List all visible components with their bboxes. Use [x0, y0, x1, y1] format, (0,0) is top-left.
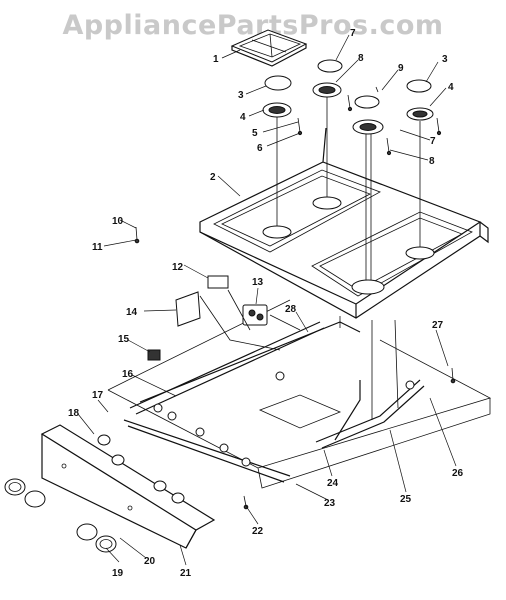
callout-17: 17	[92, 390, 104, 401]
igniter-wiring	[199, 289, 301, 351]
callout-3: 3	[238, 90, 244, 101]
callout-24: 24	[327, 478, 339, 489]
control-panel[interactable]	[40, 424, 216, 549]
burner-cap-left[interactable]	[264, 75, 292, 91]
callout-7: 7	[430, 136, 436, 147]
mounting-bracket[interactable]	[175, 291, 201, 327]
burner-head-right[interactable]	[406, 107, 434, 121]
control-knobs[interactable]	[4, 478, 117, 553]
callout-20: 20	[144, 556, 156, 567]
callout-14: 14	[126, 307, 138, 318]
callout-7: 7	[350, 28, 356, 39]
burner-tubes	[276, 97, 421, 284]
callout-labels: 1 2 3 3 4 4 5 6 7 7 8 8 9 10 11 12 13 14…	[68, 28, 464, 579]
callout-3: 3	[442, 54, 448, 65]
igniter-module[interactable]	[207, 275, 229, 289]
callout-23: 23	[324, 498, 336, 509]
burner-head-rear[interactable]	[312, 82, 342, 98]
burner-valves[interactable]	[153, 371, 415, 467]
burner-cap-center[interactable]	[354, 95, 380, 109]
gas-manifold[interactable]	[123, 321, 425, 483]
leader-lines	[77, 34, 457, 566]
callout-28: 28	[285, 304, 297, 315]
callout-4: 4	[240, 112, 246, 123]
callout-25: 25	[400, 494, 412, 505]
callout-22: 22	[252, 526, 264, 537]
burner-cap-right[interactable]	[406, 79, 432, 93]
mounting-screws[interactable]	[134, 226, 456, 510]
callout-8: 8	[429, 156, 435, 167]
callout-4: 4	[448, 82, 454, 93]
callout-6: 6	[257, 143, 263, 154]
callout-26: 26	[452, 468, 464, 479]
callout-8: 8	[358, 53, 364, 64]
callout-15: 15	[118, 334, 130, 345]
knob-bezels[interactable]	[97, 434, 185, 504]
callout-11: 11	[92, 242, 103, 253]
callout-12: 12	[172, 262, 184, 273]
burner-cap-rear[interactable]	[317, 59, 343, 73]
pressure-regulator[interactable]	[147, 349, 161, 361]
callout-18: 18	[68, 408, 80, 419]
callout-1: 2	[210, 172, 216, 183]
main-top[interactable]	[199, 127, 489, 319]
burner-grate[interactable]	[230, 29, 308, 67]
callout-21: 21	[180, 568, 192, 579]
callout-9: 9	[398, 63, 404, 74]
burner-head-left[interactable]	[262, 102, 292, 118]
callout-5: 5	[252, 128, 258, 139]
callout-2: 1	[213, 54, 219, 65]
callout-10: 10	[112, 216, 124, 227]
callout-19: 19	[112, 568, 124, 579]
callout-27: 27	[432, 320, 444, 331]
callout-16: 16	[122, 369, 134, 380]
burner-screws[interactable]	[297, 86, 442, 156]
burner-head-center[interactable]	[352, 119, 384, 135]
spark-module[interactable]	[242, 304, 268, 326]
callout-13: 13	[252, 277, 264, 288]
